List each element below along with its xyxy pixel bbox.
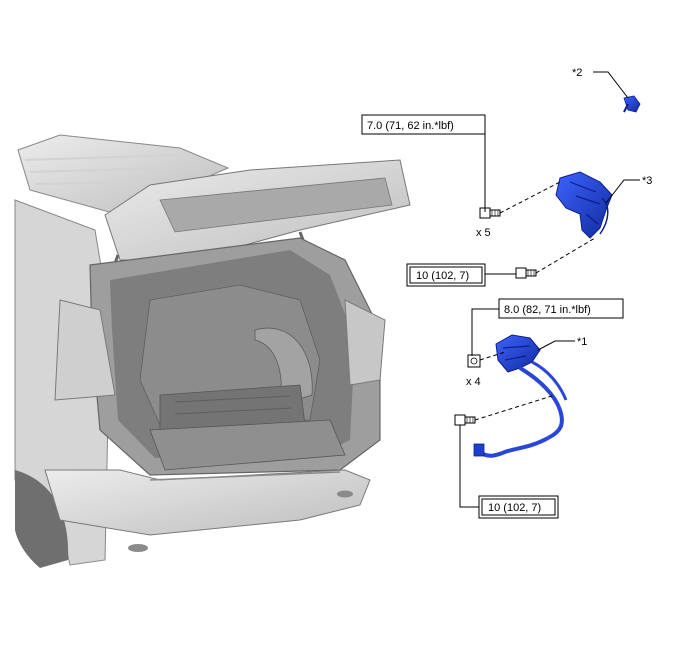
- torque-box-lower: 8.0 (82, 71 in.*lbf): [498, 298, 624, 319]
- upper-single-guide: [535, 237, 596, 274]
- torque-lower-text: 8.0 (82, 71 in.*lbf): [504, 304, 591, 316]
- part-2-leader: [593, 71, 629, 99]
- lower-bolt-qty: x 4: [466, 376, 481, 388]
- bolt-icon: [479, 207, 501, 219]
- part-1-module: [473, 334, 568, 458]
- torque-upper-single-text: 10 (102, 7): [416, 270, 469, 282]
- bolt-icon: [454, 414, 476, 426]
- torque-lower-single-text: 10 (102, 7): [488, 502, 541, 514]
- part-3-callout: *3: [642, 175, 652, 187]
- torque-box-lower-single: 10 (102, 7): [478, 495, 559, 519]
- torque-lower-leader: [471, 308, 499, 356]
- vehicle-illustration: [14, 134, 411, 568]
- part-1-leader: [537, 340, 575, 351]
- lower-single-guide: [474, 394, 556, 421]
- torque-box-upper-single: 10 (102, 7): [406, 263, 486, 287]
- bolt-icon: [515, 267, 537, 279]
- part-1-callout: *1: [577, 336, 587, 348]
- part-3-leader: [605, 179, 640, 204]
- upper-bolt-qty: x 5: [476, 227, 491, 239]
- torque-upper-text: 7.0 (71, 62 in.*lbf): [367, 120, 454, 132]
- part-2-connector: [623, 95, 641, 113]
- part-3-module: [555, 171, 613, 239]
- lower-nut-guide: [479, 351, 506, 361]
- nut-icon: [467, 354, 481, 368]
- torque-lower-single-leader: [459, 425, 479, 508]
- part-2-callout: *2: [572, 67, 582, 79]
- torque-box-upper: 7.0 (71, 62 in.*lbf): [361, 114, 486, 135]
- upper-bolt-guide: [499, 181, 561, 214]
